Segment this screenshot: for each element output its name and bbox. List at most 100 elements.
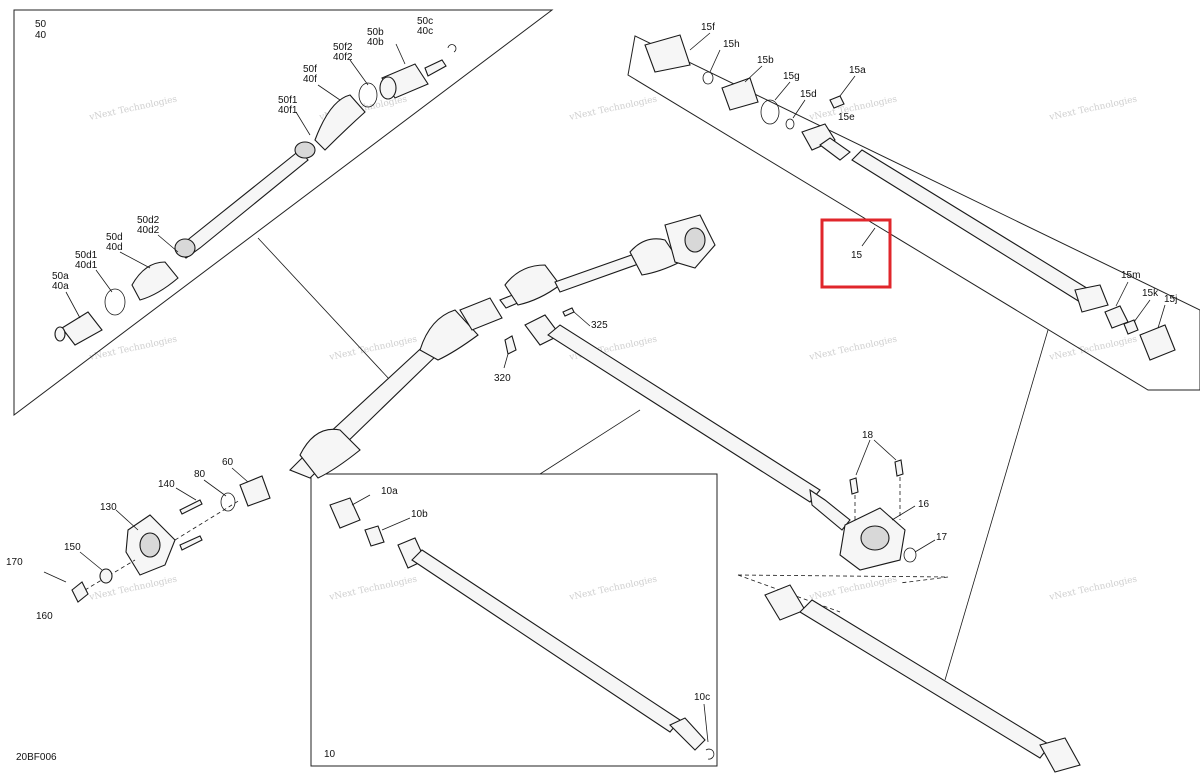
callout[interactable]: 15b	[757, 55, 774, 66]
selected-part-highlight[interactable]	[820, 218, 892, 289]
callout[interactable]: 16	[918, 499, 930, 510]
leader-line	[709, 49, 721, 73]
callout[interactable]: 160	[36, 611, 53, 622]
callout[interactable]: 15a	[849, 65, 866, 76]
callout[interactable]: 50b	[367, 27, 384, 38]
boot-50f	[314, 94, 366, 151]
callout[interactable]: 40f1	[278, 105, 298, 116]
lower-right-shaft	[764, 584, 1081, 773]
leader-line	[381, 517, 411, 531]
leader-line	[65, 291, 81, 319]
callout[interactable]: 50c	[417, 16, 433, 27]
leader-line	[395, 43, 406, 65]
callout[interactable]: 10c	[694, 692, 710, 703]
callout[interactable]: 140	[158, 479, 175, 490]
ring-50d1	[104, 288, 126, 316]
group-label-40: 40	[35, 30, 47, 41]
watermark: vNext Technologies	[808, 334, 899, 363]
callout[interactable]: 50d1	[75, 250, 98, 261]
callout[interactable]: 15f	[701, 22, 715, 33]
ring-50f2	[358, 82, 378, 108]
callout[interactable]: 15k	[1142, 288, 1159, 299]
callout[interactable]: 50f	[303, 64, 317, 75]
callout[interactable]: 50d2	[137, 215, 160, 226]
callout[interactable]: 15h	[723, 39, 740, 50]
cross-10b	[364, 525, 385, 547]
joint-50f1	[294, 141, 316, 159]
boot-50d	[131, 261, 179, 301]
callout[interactable]: 80	[194, 469, 206, 480]
leader-line	[295, 111, 311, 136]
callout[interactable]: 15g	[783, 71, 800, 82]
shaft-end	[809, 488, 851, 531]
callout[interactable]: 15m	[1121, 270, 1140, 281]
leader-line	[873, 439, 897, 461]
callout[interactable]: 40b	[367, 37, 384, 48]
callout[interactable]: 40f2	[333, 52, 353, 63]
leader-line	[839, 75, 856, 97]
bolt-325	[562, 307, 575, 317]
callout[interactable]: 40a	[52, 281, 69, 292]
callout[interactable]: 15d	[800, 89, 817, 100]
callout[interactable]: 10b	[411, 509, 428, 520]
callout[interactable]: 17	[936, 532, 948, 543]
callout[interactable]: 325	[591, 320, 608, 331]
hub-center	[139, 532, 161, 558]
group-label-10: 10	[324, 749, 336, 760]
callout[interactable]: 320	[494, 373, 511, 384]
callout[interactable]: 15e	[838, 112, 855, 123]
stub-50a	[61, 311, 103, 346]
boot-mid	[419, 309, 479, 361]
dashed-axis	[174, 499, 241, 541]
callout[interactable]: 50a	[52, 271, 69, 282]
callout[interactable]: 50d	[106, 232, 123, 243]
callout[interactable]: 50f1	[278, 95, 298, 106]
callout[interactable]: 15j	[1164, 294, 1177, 305]
callout[interactable]: 60	[222, 457, 234, 468]
callout[interactable]: 170	[6, 557, 23, 568]
prop-shaft-frame	[627, 35, 1200, 391]
callout-15[interactable]: 15	[851, 250, 863, 261]
drive-shaft-10	[329, 497, 715, 760]
callout[interactable]: 40d1	[75, 260, 98, 271]
yoke-10a	[329, 497, 361, 529]
leader-line	[774, 81, 791, 101]
bolt-18	[894, 459, 904, 477]
callout[interactable]: 50f2	[333, 42, 353, 53]
leader-line	[231, 467, 249, 483]
callout[interactable]: 130	[100, 502, 117, 513]
clip-10c	[705, 748, 715, 760]
callout[interactable]: 18	[862, 430, 874, 441]
leader-line	[95, 269, 113, 293]
leader-line	[317, 84, 341, 101]
shaft-bar	[175, 149, 309, 259]
callout[interactable]: 40c	[417, 26, 433, 37]
leader-line	[792, 99, 806, 119]
callout[interactable]: 40d	[106, 242, 123, 253]
yoke-end	[1074, 284, 1109, 313]
callout[interactable]: 40d2	[137, 225, 160, 236]
bearing-60	[239, 475, 271, 507]
callout[interactable]: 10a	[381, 486, 398, 497]
leader-line	[914, 539, 936, 553]
bolt-320	[504, 335, 517, 355]
callout[interactable]: 40f	[303, 74, 317, 85]
bolt-140	[179, 499, 203, 515]
leader-line	[349, 59, 369, 86]
watermark: vNext Technologies	[1048, 574, 1139, 603]
stub	[819, 137, 851, 161]
leader-line	[689, 32, 711, 51]
watermark: vNext Technologies	[328, 574, 419, 603]
leader-line	[119, 251, 151, 269]
bolt-140	[179, 535, 203, 551]
pin-170	[43, 571, 67, 583]
stub-50c	[424, 59, 447, 77]
callout[interactable]: 150	[64, 542, 81, 553]
leader-line	[351, 494, 371, 506]
watermark: vNext Technologies	[1048, 94, 1139, 123]
ring-15h	[702, 71, 714, 85]
leader-line	[1133, 299, 1151, 323]
yoke-15j	[1139, 324, 1176, 361]
leader-line	[79, 551, 103, 571]
